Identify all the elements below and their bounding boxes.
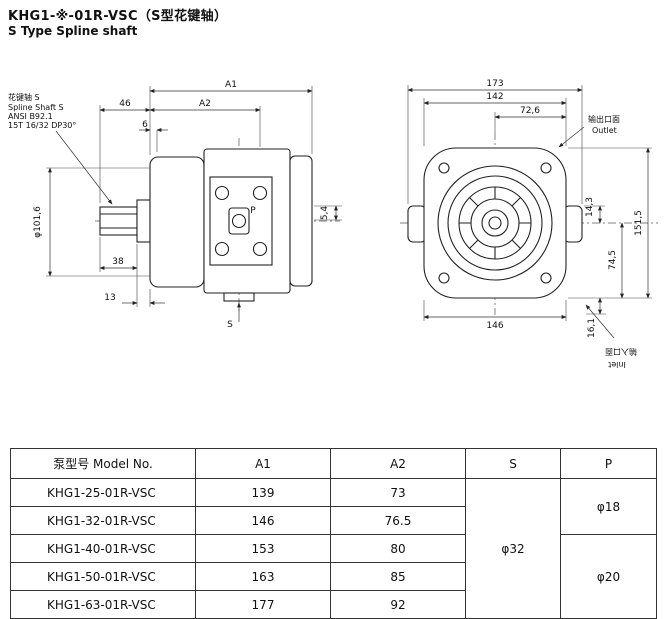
a1-cell: 177 (195, 590, 331, 619)
dim-142-label: 142 (486, 92, 503, 102)
port-p-label: P (250, 206, 256, 216)
dim-6-label: 6 (142, 120, 148, 130)
dim-146-label: 146 (486, 321, 503, 331)
spec-table: 泵型号 Model No. A1 A2 S P KHG1-25-01R-VSC … (10, 448, 657, 619)
a1-cell: 139 (195, 478, 331, 507)
dim-173-label: 173 (486, 79, 503, 89)
dim-14-3-label: 14,3 (585, 197, 595, 217)
page-subtitle: S Type Spline shaft (8, 24, 138, 38)
model-cell: KHG1-32-01R-VSC (10, 506, 196, 535)
table-row: KHG1-25-01R-VSC 139 73 φ32 φ18 (10, 478, 657, 619)
a2-cell: 92 (330, 590, 466, 619)
a1-cell: 146 (195, 506, 331, 535)
dim-46-label: 46 (119, 99, 131, 109)
dim-38-label: 38 (112, 257, 124, 267)
table-header-p: P (560, 448, 657, 479)
s-value-cell: φ32 (465, 478, 561, 619)
dim-151-5-label: 151,5 (634, 210, 644, 236)
dim-5-4-label: 5,4 (320, 206, 330, 221)
table-row: KHG1-63-01R-VSC 177 92 (10, 590, 657, 619)
shaft-s-label: S (227, 320, 233, 330)
model-cell: KHG1-50-01R-VSC (10, 562, 196, 591)
model-cell: KHG1-25-01R-VSC (10, 478, 196, 507)
a2-cell: 76.5 (330, 506, 466, 535)
front-view-body (407, 147, 583, 299)
dim-72-6-label: 72,6 (520, 106, 540, 116)
table-row: KHG1-50-01R-VSC 163 85 (10, 562, 657, 591)
p-value-cell-small: φ18 (560, 478, 657, 535)
inlet-label-en: Inlet (608, 360, 626, 369)
spline-note-standard: ANSI B92.1 (8, 112, 53, 121)
p-value-cell-large: φ20 (560, 534, 657, 619)
model-cell: KHG1-63-01R-VSC (10, 590, 196, 619)
page-title: KHG1-※-01R-VSC（S型花键轴） (8, 9, 228, 24)
dim-13-label: 13 (104, 293, 115, 303)
leader-lines (55, 126, 615, 339)
table-row: KHG1-40-01R-VSC 153 80 φ20 (10, 534, 657, 619)
model-cell: KHG1-40-01R-VSC (10, 534, 196, 563)
table-header-s: S (465, 448, 561, 479)
spline-note-en: Spline Shaft S (8, 103, 64, 112)
dim-a1-label: A1 (225, 80, 237, 90)
a1-cell: 153 (195, 534, 331, 563)
a2-cell: 85 (330, 562, 466, 591)
dim-phi101-label: φ101,6 (33, 206, 43, 238)
dim-16-1-label: 16,1 (587, 318, 597, 338)
outlet-label-cn: 输出口面 (588, 114, 620, 124)
table-header-row: 泵型号 Model No. A1 A2 S P (10, 448, 657, 479)
inlet-label-cn: 输入口面 (605, 347, 637, 357)
spline-note-cn: 花键轴 S (8, 92, 40, 102)
technical-drawing: 花键轴 S Spline Shaft S ANSI B92.1 15T 16/3… (8, 79, 658, 369)
outlet-label-en: Outlet (592, 126, 617, 135)
a1-cell: 163 (195, 562, 331, 591)
dimension-lines (48, 88, 650, 322)
table-header-a2: A2 (330, 448, 466, 479)
table-header-model: 泵型号 Model No. (10, 448, 196, 479)
table-row: KHG1-32-01R-VSC 146 76.5 (10, 506, 657, 535)
dim-a2-label: A2 (199, 99, 211, 109)
drawing-labels: 花键轴 S Spline Shaft S ANSI B92.1 15T 16/3… (8, 79, 644, 369)
spline-note-spec: 15T 16/32 DP30° (8, 121, 76, 130)
a2-cell: 73 (330, 478, 466, 507)
table-header-a1: A1 (195, 448, 331, 479)
side-view-body (99, 148, 313, 302)
a2-cell: 80 (330, 534, 466, 563)
dim-74-5-label: 74,5 (608, 250, 618, 270)
